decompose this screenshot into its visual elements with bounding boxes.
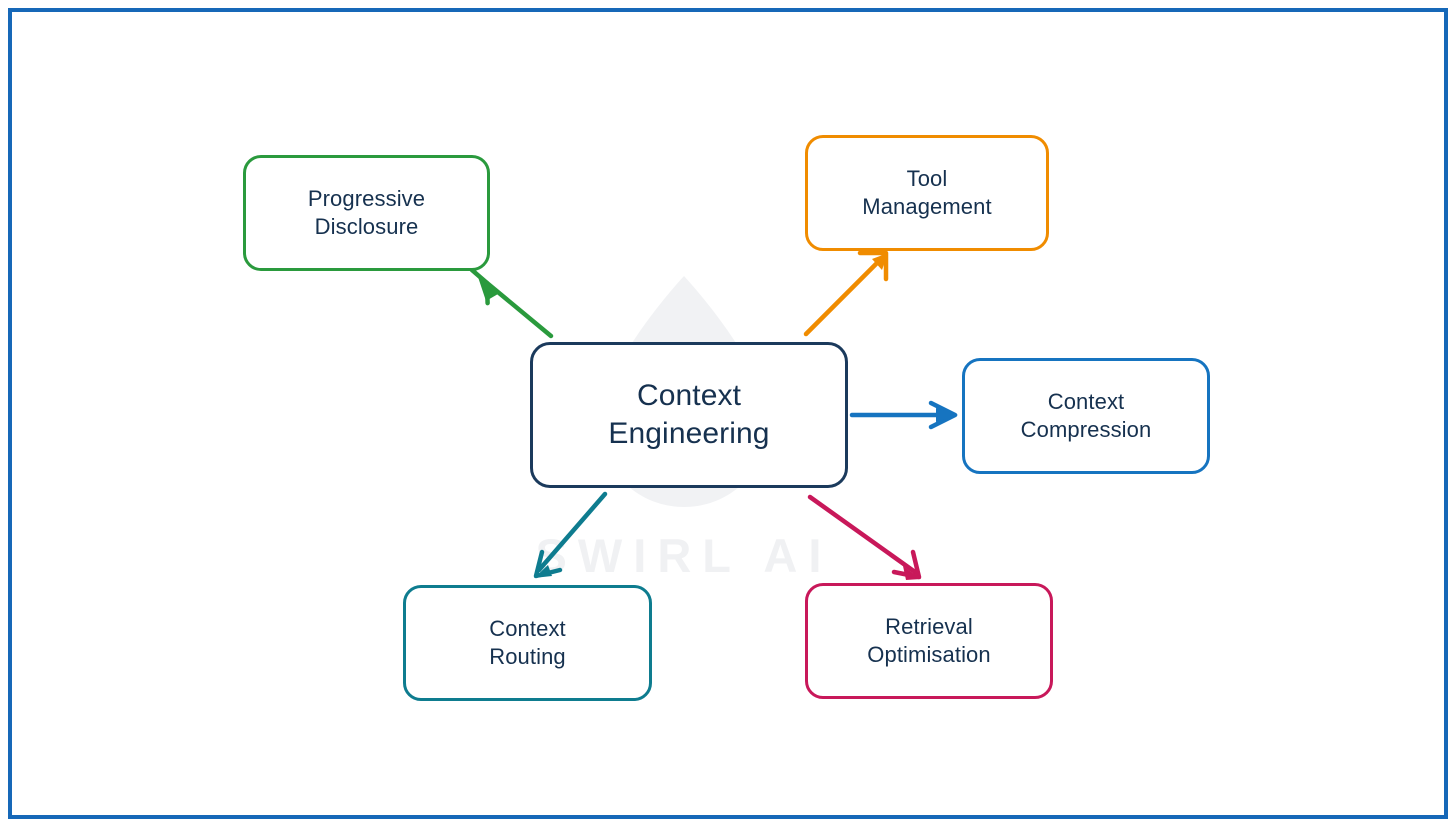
node-progressive-disclosure[interactable]: Progressive Disclosure [243,155,490,271]
node-context-routing[interactable]: Context Routing [403,585,652,701]
node-retrieval-optimisation[interactable]: Retrieval Optimisation [805,583,1053,699]
node-context-compression[interactable]: Context Compression [962,358,1210,474]
node-tool-management[interactable]: Tool Management [805,135,1049,251]
central-node-context-engineering[interactable]: Context Engineering [530,342,848,488]
